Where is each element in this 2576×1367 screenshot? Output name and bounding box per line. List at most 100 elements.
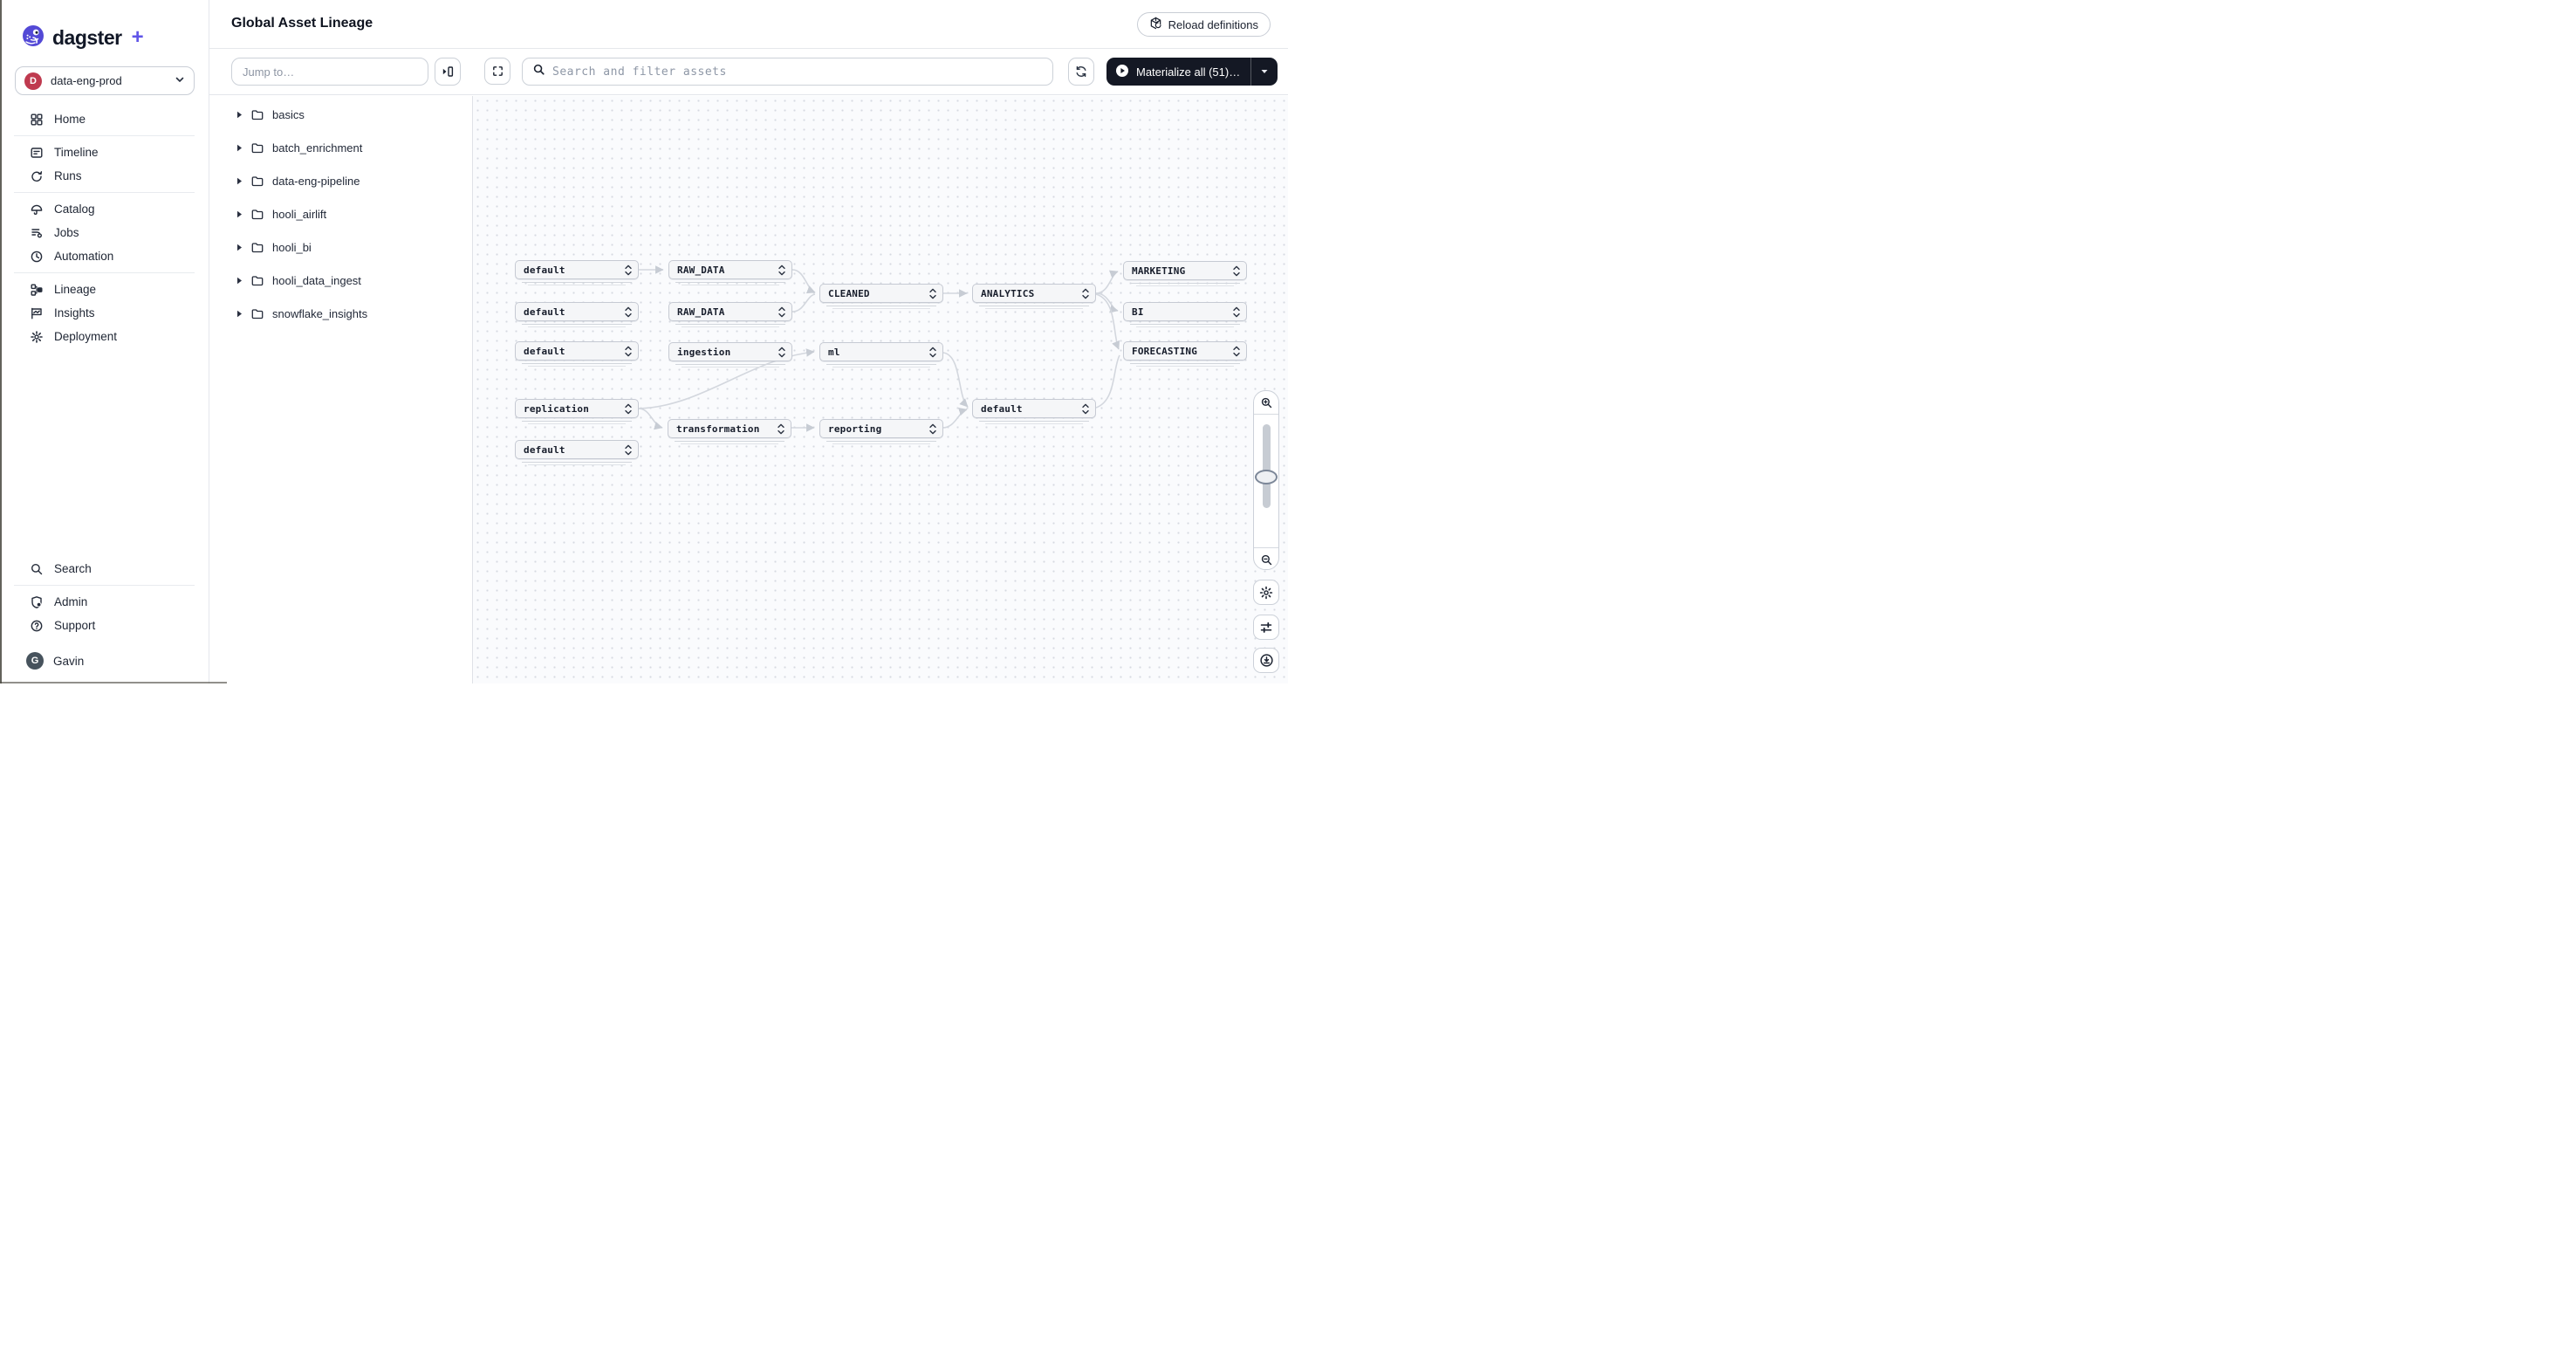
group-node-label: FORECASTING bbox=[1132, 346, 1197, 357]
graph-node-marketing[interactable]: MARKETING bbox=[1123, 261, 1247, 280]
tree-folder-hooli_bi[interactable]: hooli_bi bbox=[209, 232, 472, 262]
sidebar-item-insights[interactable]: Insights bbox=[0, 301, 209, 325]
zoom-out-button[interactable] bbox=[1254, 548, 1278, 571]
sidebar-item-jobs[interactable]: Jobs bbox=[0, 221, 209, 244]
graph-node-default[interactable]: default bbox=[515, 260, 639, 279]
folder-label: data-eng-pipeline bbox=[272, 175, 360, 188]
graph-settings-button[interactable] bbox=[1253, 580, 1279, 605]
jump-to-input[interactable] bbox=[231, 58, 428, 86]
reload-definitions-button[interactable]: Reload definitions bbox=[1137, 12, 1271, 37]
group-node-label: ANALYTICS bbox=[981, 288, 1034, 299]
collapse-panel-button[interactable] bbox=[435, 58, 461, 86]
chevron-down-icon bbox=[175, 73, 185, 89]
sidebar-item-label: Lineage bbox=[54, 283, 96, 296]
graph-node-reporting[interactable]: reporting bbox=[819, 419, 943, 438]
graph-node-ingestion[interactable]: ingestion bbox=[668, 342, 792, 361]
workspace-avatar: D bbox=[24, 72, 42, 90]
sidebar-item-catalog[interactable]: Catalog bbox=[0, 197, 209, 221]
unfold-icon[interactable] bbox=[1233, 306, 1240, 318]
caret-right-icon[interactable] bbox=[236, 144, 243, 152]
window-edge bbox=[0, 0, 2, 684]
unfold-icon[interactable] bbox=[625, 346, 632, 357]
unfold-icon[interactable] bbox=[929, 423, 936, 435]
sidebar-item-label: Home bbox=[54, 113, 86, 126]
zoom-in-button[interactable] bbox=[1254, 391, 1278, 414]
asset-search-bar bbox=[522, 58, 1053, 86]
group-node-label: default bbox=[524, 346, 565, 357]
graph-node-default[interactable]: default bbox=[515, 302, 639, 321]
zoom-slider-handle[interactable] bbox=[1255, 470, 1278, 484]
caret-right-icon[interactable] bbox=[236, 210, 243, 218]
tree-folder-hooli_airlift[interactable]: hooli_airlift bbox=[209, 199, 472, 229]
tree-folder-basics[interactable]: basics bbox=[209, 100, 472, 129]
refresh-button[interactable] bbox=[1068, 58, 1094, 86]
unfold-icon[interactable] bbox=[1082, 403, 1089, 415]
workspace-selector[interactable]: D data-eng-prod bbox=[15, 66, 195, 95]
materialize-all-button[interactable]: Materialize all (51)… bbox=[1106, 58, 1278, 86]
sidebar-item-home[interactable]: Home bbox=[0, 107, 209, 131]
graph-node-analytics[interactable]: ANALYTICS bbox=[972, 284, 1096, 303]
unfold-icon[interactable] bbox=[625, 264, 632, 276]
caret-right-icon[interactable] bbox=[236, 244, 243, 251]
sidebar-item-search[interactable]: Search bbox=[0, 557, 209, 580]
sidebar-item-runs[interactable]: Runs bbox=[0, 164, 209, 188]
filter-settings-button[interactable] bbox=[1253, 615, 1279, 640]
unfold-icon[interactable] bbox=[778, 347, 785, 358]
sidebar-item-deployment[interactable]: Deployment bbox=[0, 325, 209, 348]
sidebar-item-lineage[interactable]: Lineage bbox=[0, 278, 209, 301]
folder-icon bbox=[251, 142, 264, 154]
zoom-slider-track[interactable] bbox=[1263, 424, 1271, 508]
fullscreen-button[interactable] bbox=[484, 58, 510, 85]
tree-folder-snowflake_insights[interactable]: snowflake_insights bbox=[209, 299, 472, 328]
folder-label: hooli_airlift bbox=[272, 208, 326, 221]
graph-node-transformation[interactable]: transformation bbox=[668, 419, 791, 438]
asset-search-input[interactable] bbox=[552, 65, 1043, 79]
group-node-label: MARKETING bbox=[1132, 265, 1185, 277]
graph-node-bi[interactable]: BI bbox=[1123, 302, 1247, 321]
materialize-dropdown-caret[interactable] bbox=[1251, 67, 1278, 76]
graph-node-raw_data[interactable]: RAW_DATA bbox=[668, 302, 792, 321]
unfold-icon[interactable] bbox=[778, 423, 784, 435]
caret-right-icon[interactable] bbox=[236, 310, 243, 318]
tree-folder-data-eng-pipeline[interactable]: data-eng-pipeline bbox=[209, 166, 472, 196]
graph-node-forecasting[interactable]: FORECASTING bbox=[1123, 341, 1247, 361]
unfold-icon[interactable] bbox=[625, 403, 632, 415]
unfold-icon[interactable] bbox=[929, 288, 936, 299]
download-image-button[interactable] bbox=[1253, 648, 1279, 673]
unfold-icon[interactable] bbox=[625, 444, 632, 456]
caret-right-icon[interactable] bbox=[236, 111, 243, 119]
caret-right-icon[interactable] bbox=[236, 177, 243, 185]
unfold-icon[interactable] bbox=[1082, 288, 1089, 299]
graph-node-default[interactable]: default bbox=[515, 341, 639, 361]
folder-icon bbox=[251, 175, 264, 187]
lineage-canvas[interactable]: defaultRAW_DATAMARKETINGCLEANEDANALYTICS… bbox=[473, 96, 1288, 684]
sidebar-item-timeline[interactable]: Timeline bbox=[0, 141, 209, 164]
graph-node-default[interactable]: default bbox=[515, 440, 639, 459]
unfold-icon[interactable] bbox=[1233, 346, 1240, 357]
group-node-label: reporting bbox=[828, 423, 881, 435]
sidebar-item-automation[interactable]: Automation bbox=[0, 244, 209, 268]
graph-node-raw_data[interactable]: RAW_DATA bbox=[668, 260, 792, 279]
graph-node-ml[interactable]: ml bbox=[819, 342, 943, 361]
tree-folder-hooli_data_ingest[interactable]: hooli_data_ingest bbox=[209, 265, 472, 295]
unfold-icon[interactable] bbox=[625, 306, 632, 318]
window-edge-bottom bbox=[0, 682, 227, 684]
unfold-icon[interactable] bbox=[929, 347, 936, 358]
lineage-toolbar: Materialize all (51)… bbox=[209, 49, 1288, 95]
gear-icon bbox=[1259, 586, 1273, 600]
sidebar-item-admin[interactable]: Admin bbox=[0, 590, 209, 614]
graph-node-replication[interactable]: replication bbox=[515, 399, 639, 418]
folder-label: snowflake_insights bbox=[272, 307, 367, 320]
caret-right-icon[interactable] bbox=[236, 277, 243, 285]
unfold-icon[interactable] bbox=[778, 264, 785, 276]
group-node-label: CLEANED bbox=[828, 288, 870, 299]
graph-node-cleaned[interactable]: CLEANED bbox=[819, 284, 943, 303]
unfold-icon[interactable] bbox=[1233, 265, 1240, 277]
nav-divider bbox=[14, 585, 195, 586]
sidebar-item-support[interactable]: Support bbox=[0, 614, 209, 637]
sidebar-nav-main: HomeTimelineRunsCatalogJobsAutomationLin… bbox=[0, 107, 209, 348]
user-menu[interactable]: G Gavin bbox=[0, 649, 209, 673]
tree-folder-batch_enrichment[interactable]: batch_enrichment bbox=[209, 133, 472, 162]
graph-node-default[interactable]: default bbox=[972, 399, 1096, 418]
unfold-icon[interactable] bbox=[778, 306, 785, 318]
